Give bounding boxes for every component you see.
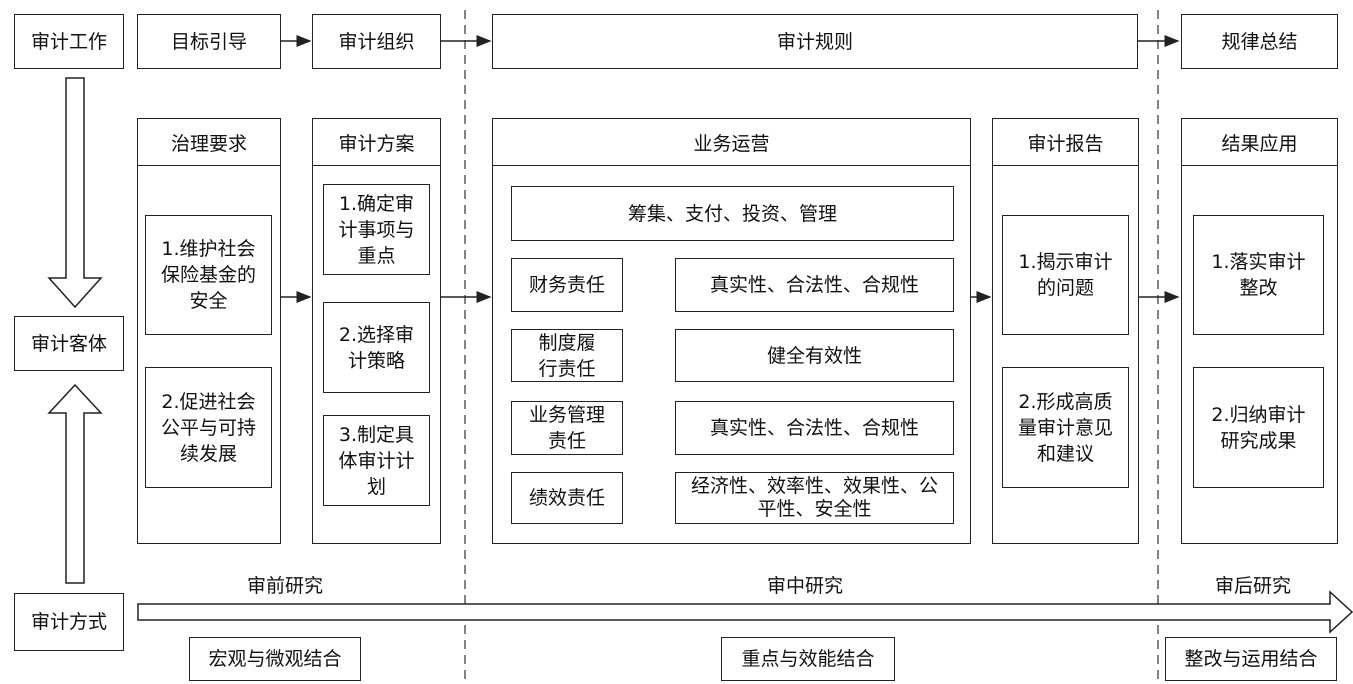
responsibility-criteria: 经济性、效率性、效果性、公平性、安全性 [675,472,954,524]
result-item: 2.归纳审计研究成果 [1193,367,1324,488]
governance-item: 2.促进社会公平与可持续发展 [145,367,272,488]
governance-item: 1.维护社会保险基金的安全 [145,215,272,335]
result-item: 1.落实审计整改 [1193,215,1324,335]
result-title: 结果应用 [1182,119,1337,166]
hollow-arrow-down [47,77,103,309]
report-item: 2.形成高质量审计意见和建议 [1002,367,1129,488]
plan-item: 2.选择审计策略 [323,302,430,393]
audit-object-box: 审计客体 [14,316,124,371]
hollow-arrow-up [47,383,103,584]
audit-rules-box: 审计规则 [492,14,1138,69]
audit-method-box: 审计方式 [14,593,124,651]
goal-guide-box: 目标引导 [137,14,281,69]
combination-mid-box: 重点与效能结合 [721,637,895,681]
rule-summary-box: 规律总结 [1181,14,1338,69]
responsibility-criteria: 真实性、合法性、合规性 [675,258,954,312]
phase-pre-label: 审前研究 [246,575,323,597]
report-title: 审计报告 [993,119,1138,166]
phase-post-label: 审后研究 [1214,575,1291,597]
audit-organization-box: 审计组织 [312,14,441,69]
operation-activities: 筹集、支付、投资、管理 [511,186,954,241]
governance-title: 治理要求 [138,119,280,166]
combination-pre-box: 宏观与微观结合 [189,637,361,681]
combination-post-box: 整改与运用结合 [1165,637,1337,681]
operation-title: 业务运营 [493,119,970,166]
phase-mid-label: 审中研究 [766,575,843,597]
responsibility-criteria: 健全有效性 [675,329,954,382]
plan-item: 1.确定审计事项与重点 [323,184,430,275]
responsibility-label: 业务管理责任 [511,401,623,455]
responsibility-criteria: 真实性、合法性、合规性 [675,401,954,455]
plan-title: 审计方案 [313,119,440,166]
report-item: 1.揭示审计的问题 [1002,215,1129,335]
plan-item: 3.制定具体审计计划 [323,415,430,506]
responsibility-label: 制度履行责任 [511,329,623,382]
responsibility-label: 绩效责任 [511,472,623,524]
audit-work-box: 审计工作 [14,14,124,69]
responsibility-label: 财务责任 [511,258,623,312]
